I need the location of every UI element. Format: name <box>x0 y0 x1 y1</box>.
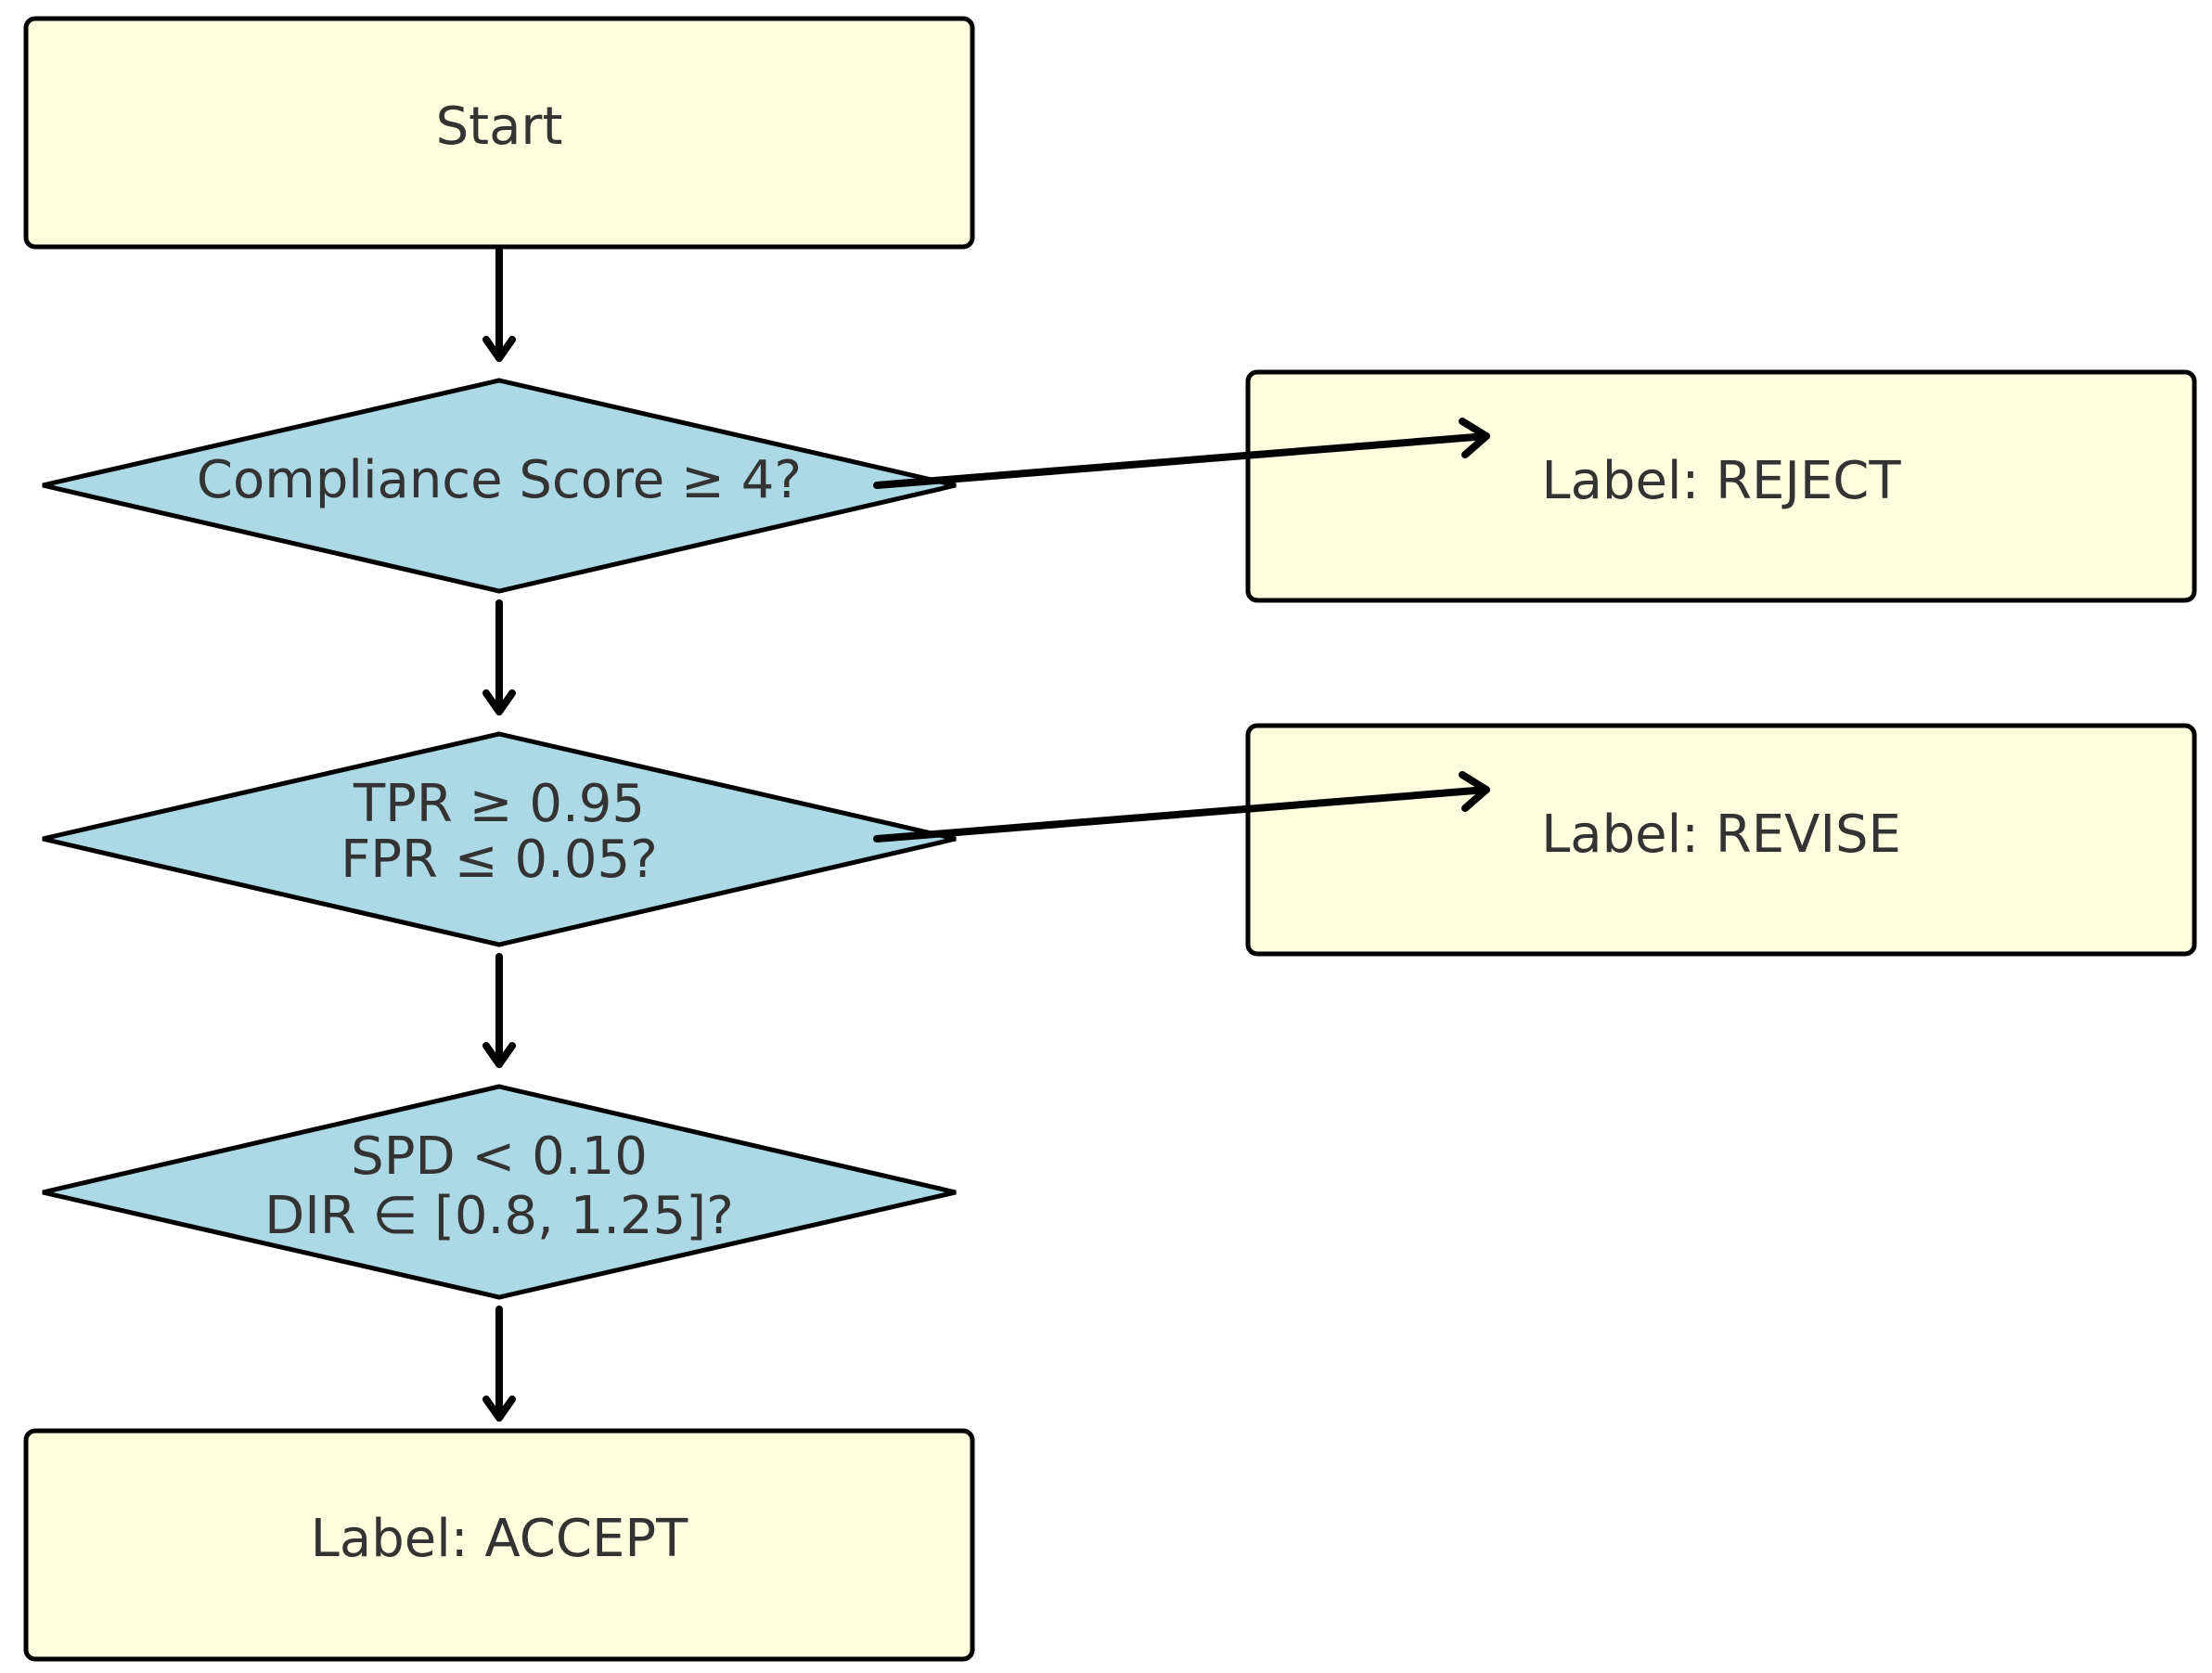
edge-compliance-to-reject <box>873 418 1490 489</box>
compliance-diamond <box>42 378 957 594</box>
compliance-decision-node: Compliance Score ≥ 4? <box>42 378 957 594</box>
edge-compliance-to-tpr-fpr <box>482 599 516 715</box>
spd-line: SPD < 0.10 <box>351 1126 648 1187</box>
dir-line: DIR ∈ [0.8, 1.25]? <box>264 1186 734 1246</box>
reject-node: Label: REJECT <box>1245 369 2197 603</box>
spd-dir-decision-node: SPD < 0.10 DIR ∈ [0.8, 1.25]? <box>42 1084 957 1300</box>
edge-spd-dir-to-accept <box>482 1306 516 1422</box>
revise-label: Label: REVISE <box>1541 804 1901 865</box>
revise-box <box>1245 723 2197 957</box>
spd-dir-diamond <box>42 1084 957 1300</box>
tpr-fpr-diamond <box>42 731 957 947</box>
arrowhead-icon <box>482 336 516 362</box>
accept-box <box>23 1428 975 1662</box>
arrowhead-icon <box>482 689 516 715</box>
tpr-fpr-decision-node: TPR ≥ 0.95 FPR ≤ 0.05? <box>42 731 957 947</box>
reject-label: Label: REJECT <box>1541 451 1901 511</box>
reject-box <box>1245 369 2197 603</box>
accept-label: Label: ACCEPT <box>311 1509 688 1569</box>
edge-line <box>873 432 1490 489</box>
start-label: Start <box>436 97 563 157</box>
tpr-line: TPR ≥ 0.95 <box>353 774 645 834</box>
edge-line <box>873 786 1490 843</box>
start-node: Start <box>23 16 975 250</box>
edge-tpr-fpr-to-spd-dir <box>482 953 516 1068</box>
edge-start-to-compliance <box>482 247 516 362</box>
compliance-label: Compliance Score ≥ 4? <box>197 450 802 510</box>
arrowhead-icon <box>482 1042 516 1068</box>
arrowhead-icon <box>482 1396 516 1422</box>
revise-node: Label: REVISE <box>1245 723 2197 957</box>
arrowhead-icon <box>1459 418 1490 458</box>
accept-node: Label: ACCEPT <box>23 1428 975 1662</box>
edge-tpr-fpr-to-revise <box>873 771 1490 843</box>
arrowhead-icon <box>1459 771 1490 812</box>
fpr-line: FPR ≤ 0.05? <box>341 830 658 890</box>
